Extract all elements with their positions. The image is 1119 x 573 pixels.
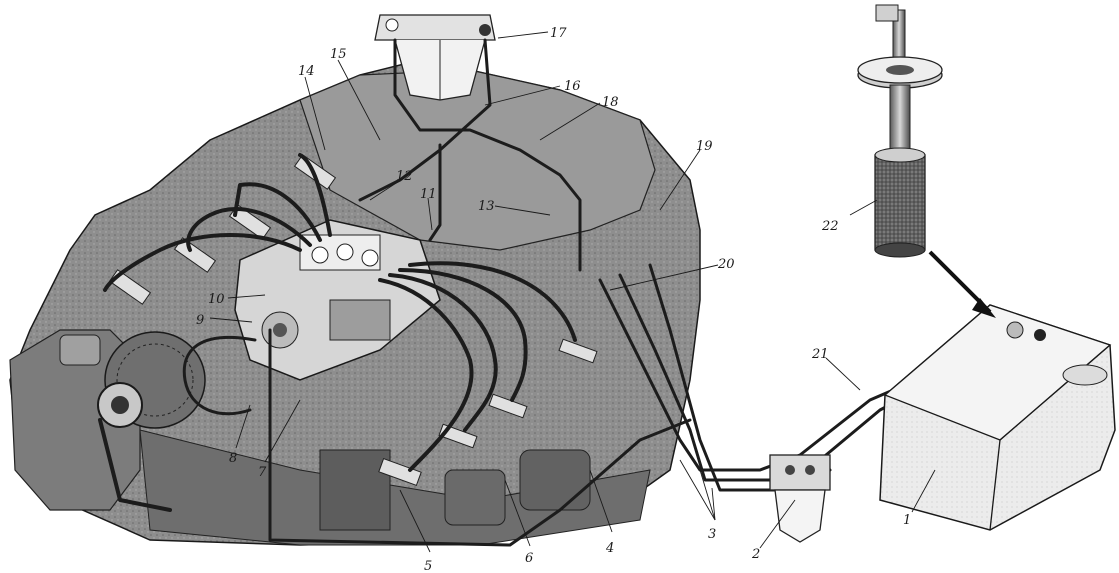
callout-2: 2 bbox=[751, 547, 760, 562]
fuel-lines bbox=[103, 38, 1032, 547]
coarse-fuel-filter bbox=[769, 454, 831, 543]
leader-lines bbox=[209, 31, 936, 553]
callout-15: 15 bbox=[330, 47, 347, 62]
callout-16: 16 bbox=[564, 79, 581, 94]
callout-22: 22 bbox=[821, 219, 839, 234]
callout-21: 21 bbox=[811, 347, 829, 362]
callout-1: 1 bbox=[903, 513, 911, 528]
callout-12: 12 bbox=[396, 169, 413, 184]
callout-18: 18 bbox=[602, 95, 619, 110]
callout-19: 19 bbox=[696, 139, 713, 154]
callout-17: 17 bbox=[550, 26, 567, 41]
callout-5: 5 bbox=[424, 559, 432, 573]
callout-9: 9 bbox=[196, 313, 204, 328]
callout-8: 8 bbox=[229, 451, 237, 466]
callout-labels: 1 2 3 4 5 6 7 8 9 10 11 12 13 14 15 16 1… bbox=[196, 26, 911, 573]
callout-10: 10 bbox=[208, 292, 225, 307]
fuel-tank bbox=[879, 304, 1116, 531]
callout-20: 20 bbox=[717, 257, 735, 272]
callout-6: 6 bbox=[525, 551, 533, 566]
callout-14: 14 bbox=[298, 64, 315, 79]
fine-fuel-filter bbox=[374, 14, 496, 101]
alternator bbox=[97, 331, 206, 512]
fuel-intake-strainer bbox=[857, 4, 996, 318]
injection-pump bbox=[234, 219, 441, 381]
callout-4: 4 bbox=[605, 541, 614, 556]
callout-3: 3 bbox=[708, 527, 716, 542]
callout-7: 7 bbox=[258, 465, 267, 480]
callout-13: 13 bbox=[478, 199, 495, 214]
callout-11: 11 bbox=[420, 187, 437, 202]
